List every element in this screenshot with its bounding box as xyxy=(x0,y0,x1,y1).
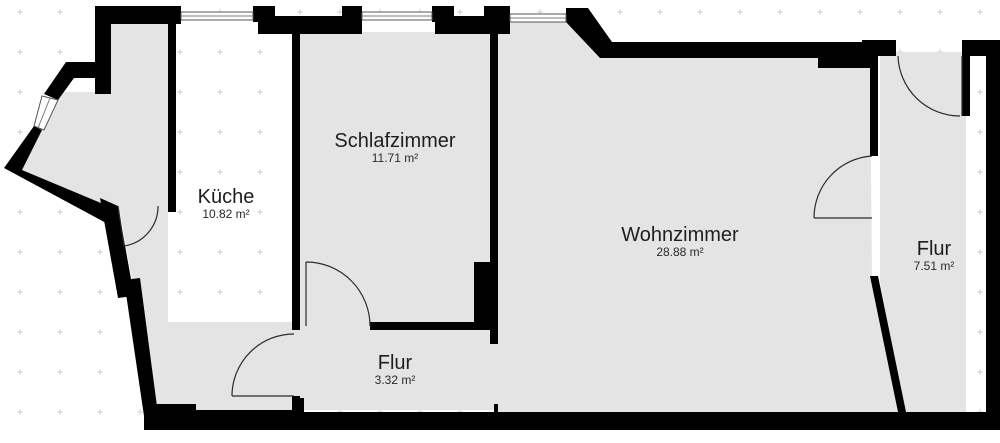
door-kueche xyxy=(117,205,159,247)
room-labels: Küche 10.82 m² Schlafzimmer 11.71 m² Flu… xyxy=(198,130,955,387)
wall-schlaf-block xyxy=(474,262,498,330)
room-area-wohnzimmer: 28.88 m² xyxy=(656,245,703,259)
flur-mitte-floor xyxy=(168,322,498,410)
wall-bay-upper xyxy=(44,62,108,100)
room-name-flur-rechts: Flur xyxy=(917,238,952,260)
wall-bay-left xyxy=(4,126,108,224)
door-schlafzimmer xyxy=(305,261,371,327)
room-name-wohnzimmer: Wohnzimmer xyxy=(621,224,739,246)
room-area-flur-rechts: 7.51 m² xyxy=(914,259,955,273)
schlafzimmer-floor xyxy=(298,32,490,322)
wall-right-exterior xyxy=(986,40,1000,430)
door-flur-mitte xyxy=(231,333,295,397)
wall-left-lower xyxy=(100,198,134,298)
room-name-flur-mitte: Flur xyxy=(378,352,413,374)
wall-top-right-angled xyxy=(566,8,836,58)
wall-schlaf-right xyxy=(490,32,498,344)
room-area-schlafzimmer: 11.71 m² xyxy=(372,151,418,165)
kueche-floor xyxy=(22,22,168,404)
wall-left-bottom xyxy=(124,278,158,416)
walls xyxy=(4,6,1000,430)
room-area-kueche: 10.82 m² xyxy=(202,207,249,221)
window-wohn xyxy=(509,13,567,23)
room-name-kueche: Küche xyxy=(198,186,255,208)
wall-schlaf-bottom xyxy=(370,322,496,330)
wall-mid-bottom-post xyxy=(292,396,300,412)
window-bay xyxy=(33,95,59,131)
wall-wohn-right xyxy=(870,56,878,156)
wall-bottom xyxy=(144,398,1000,430)
window-kueche xyxy=(180,11,254,21)
door-flur-rechts xyxy=(897,55,963,117)
doors xyxy=(117,55,963,397)
wall-pillar-2 xyxy=(342,6,362,22)
wall-flur-right-divider xyxy=(870,276,906,412)
wall-pillar-4 xyxy=(484,6,510,22)
wall-top-left xyxy=(95,6,181,24)
wall-pillar-5 xyxy=(862,40,896,56)
wall-schlaf-left xyxy=(292,32,300,330)
wall-flur-post xyxy=(494,404,498,412)
flur-rechts-floor xyxy=(880,52,966,412)
floor-areas xyxy=(22,22,966,412)
windows xyxy=(33,11,567,131)
wall-bay-pillar xyxy=(100,70,110,94)
wohnzimmer-floor xyxy=(498,22,898,412)
wall-right-inner xyxy=(962,40,970,116)
room-name-schlafzimmer: Schlafzimmer xyxy=(334,130,455,152)
window-schlaf xyxy=(361,11,433,21)
door-wohnzimmer xyxy=(813,155,873,219)
wall-kueche-right xyxy=(168,22,176,212)
wall-top-mid xyxy=(258,16,362,34)
room-area-flur-mitte: 3.32 m² xyxy=(375,373,416,387)
